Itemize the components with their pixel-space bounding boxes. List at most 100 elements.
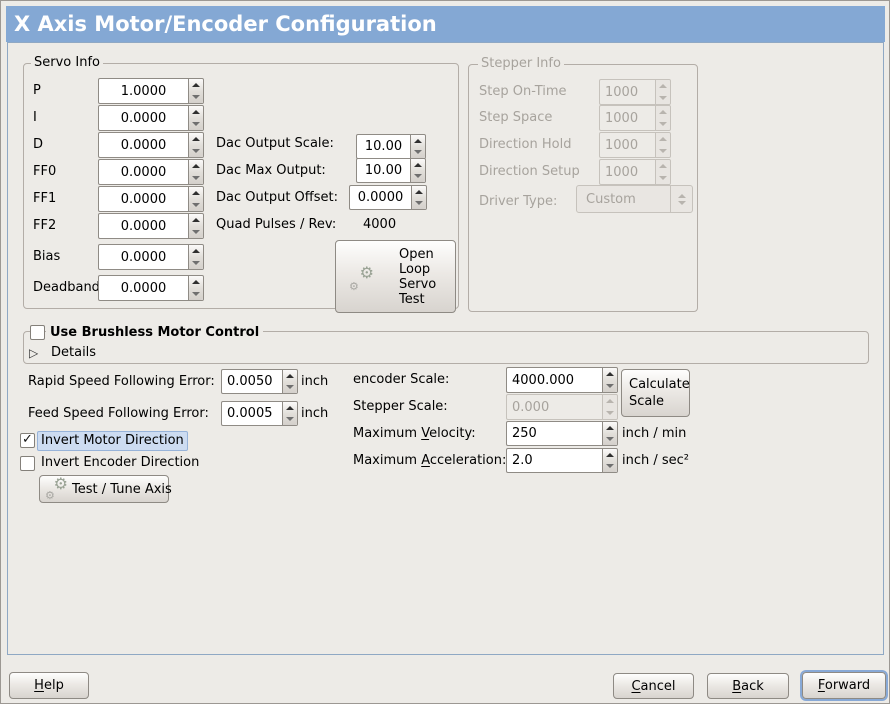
spin-down-icon [411, 171, 425, 183]
maximum-velocity-input[interactable]: 250 [506, 421, 618, 446]
spin-down-icon [189, 91, 203, 103]
encoder-scale-label: encoder Scale: [353, 372, 450, 387]
maximum-velocity-unit: inch / min [622, 426, 687, 441]
feed-following-error-unit: inch [301, 406, 329, 421]
calculate-scale-button[interactable]: Calculate Scale [621, 369, 690, 417]
invert-motor-label[interactable]: Invert Motor Direction [37, 431, 188, 451]
bias-input[interactable]: 0.0000 [98, 244, 204, 270]
combo-arrows-icon [670, 186, 692, 212]
details-expander-icon[interactable]: ▷ [29, 346, 39, 360]
direction-hold-label: Direction Hold [479, 137, 572, 152]
spin-up-icon [656, 106, 670, 118]
back-button[interactable]: Back [707, 673, 789, 699]
details-expander-label[interactable]: Details [51, 345, 97, 360]
rapid-following-error-input[interactable]: 0.0050 [221, 369, 298, 394]
test-tune-axis-button[interactable]: ⚙ ⚙ Test / Tune Axis [39, 475, 172, 503]
d-input[interactable]: 0.0000 [98, 132, 204, 158]
open-loop-servo-test-button[interactable]: ⚙ ⚙ Open Loop Servo Test [335, 240, 456, 313]
spin-up-icon [603, 395, 617, 407]
ff0-spinner[interactable] [188, 160, 203, 184]
p-input[interactable]: 1.0000 [98, 78, 204, 104]
spin-down-icon [189, 226, 203, 238]
help-button[interactable]: Help [9, 672, 89, 699]
deadband-spinner[interactable] [188, 276, 203, 300]
bias-label: Bias [33, 249, 61, 264]
ff1-input[interactable]: 0.0000 [98, 186, 204, 212]
ff0-input[interactable]: 0.0000 [98, 159, 204, 185]
ff1-label: FF1 [33, 191, 57, 206]
ff1-spinner[interactable] [188, 187, 203, 211]
spin-down-icon [656, 145, 670, 157]
dac-output-scale-spinner[interactable] [410, 135, 425, 158]
spin-down-icon [189, 257, 203, 269]
dac-output-offset-input[interactable]: 0.0000 [349, 185, 427, 210]
maximum-acceleration-label: Maximum Acceleration: [353, 453, 507, 468]
spin-down-icon [412, 198, 426, 210]
quad-pulses-label: Quad Pulses / Rev: [216, 217, 337, 232]
rapid-following-error-unit: inch [301, 374, 329, 389]
spin-up-icon [189, 187, 203, 199]
use-brushless-label[interactable]: Use Brushless Motor Control [46, 324, 264, 342]
spin-down-icon [189, 118, 203, 130]
d-label: D [33, 137, 44, 152]
maximum-acceleration-spinner[interactable] [602, 449, 617, 472]
maximum-velocity-spinner[interactable] [602, 422, 617, 445]
bias-spinner[interactable] [188, 245, 203, 269]
direction-hold-spinner [655, 133, 670, 157]
direction-setup-input: 1000 [599, 159, 671, 185]
ff2-spinner[interactable] [188, 214, 203, 238]
dac-output-scale-input[interactable]: 10.00 [356, 134, 426, 159]
spin-down-icon [656, 92, 670, 104]
ff2-input[interactable]: 0.0000 [98, 213, 204, 239]
direction-setup-label: Direction Setup [479, 164, 580, 179]
gears-icon: ⚙ ⚙ [349, 263, 374, 293]
feed-following-error-input[interactable]: 0.0005 [221, 401, 298, 426]
spin-up-icon [189, 214, 203, 226]
invert-encoder-label[interactable]: Invert Encoder Direction [41, 455, 200, 470]
invert-motor-checkbox[interactable]: ✓ [20, 433, 35, 448]
content-panel [7, 42, 884, 655]
spin-up-icon [189, 245, 203, 257]
use-brushless-checkbox[interactable] [30, 325, 45, 340]
deadband-input[interactable]: 0.0000 [98, 275, 204, 301]
encoder-scale-spinner[interactable] [602, 368, 617, 392]
stepper-info-frame [468, 64, 698, 312]
i-input[interactable]: 0.0000 [98, 105, 204, 131]
dac-max-output-input[interactable]: 10.00 [356, 158, 426, 183]
spin-up-icon [189, 106, 203, 118]
step-on-time-label: Step On-Time [479, 84, 567, 99]
spin-down-icon [603, 434, 617, 446]
step-space-label: Step Space [479, 110, 553, 125]
spin-up-icon [656, 133, 670, 145]
maximum-velocity-label: Maximum Velocity: [353, 426, 476, 441]
spin-up-icon [412, 186, 426, 198]
spin-down-icon [189, 172, 203, 184]
dac-output-offset-spinner[interactable] [411, 186, 426, 209]
step-on-time-spinner [655, 80, 670, 104]
maximum-acceleration-input[interactable]: 2.0 [506, 448, 618, 473]
cancel-button[interactable]: Cancel [613, 673, 694, 699]
driver-type-select: Custom [576, 185, 693, 213]
forward-button[interactable]: Forward [802, 672, 886, 699]
cancel-button-label: Cancel [631, 678, 676, 694]
ff2-label: FF2 [33, 218, 57, 233]
i-spinner[interactable] [188, 106, 203, 130]
spin-down-icon [189, 288, 203, 300]
spin-up-icon [411, 135, 425, 147]
rapid-following-error-spinner[interactable] [282, 370, 297, 393]
encoder-scale-input[interactable]: 4000.000 [506, 367, 618, 393]
spin-down-icon [603, 380, 617, 392]
d-spinner[interactable] [188, 133, 203, 157]
spin-up-icon [411, 159, 425, 171]
stepper-scale-label: Stepper Scale: [353, 399, 448, 414]
spin-up-icon [283, 402, 297, 414]
p-spinner[interactable] [188, 79, 203, 103]
forward-button-label: Forward [817, 678, 871, 693]
dac-max-output-spinner[interactable] [410, 159, 425, 182]
feed-following-error-spinner[interactable] [282, 402, 297, 425]
direction-hold-input: 1000 [599, 132, 671, 158]
spin-down-icon [189, 145, 203, 157]
spin-down-icon [603, 461, 617, 473]
invert-encoder-checkbox[interactable] [20, 456, 35, 471]
step-space-spinner [655, 106, 670, 130]
